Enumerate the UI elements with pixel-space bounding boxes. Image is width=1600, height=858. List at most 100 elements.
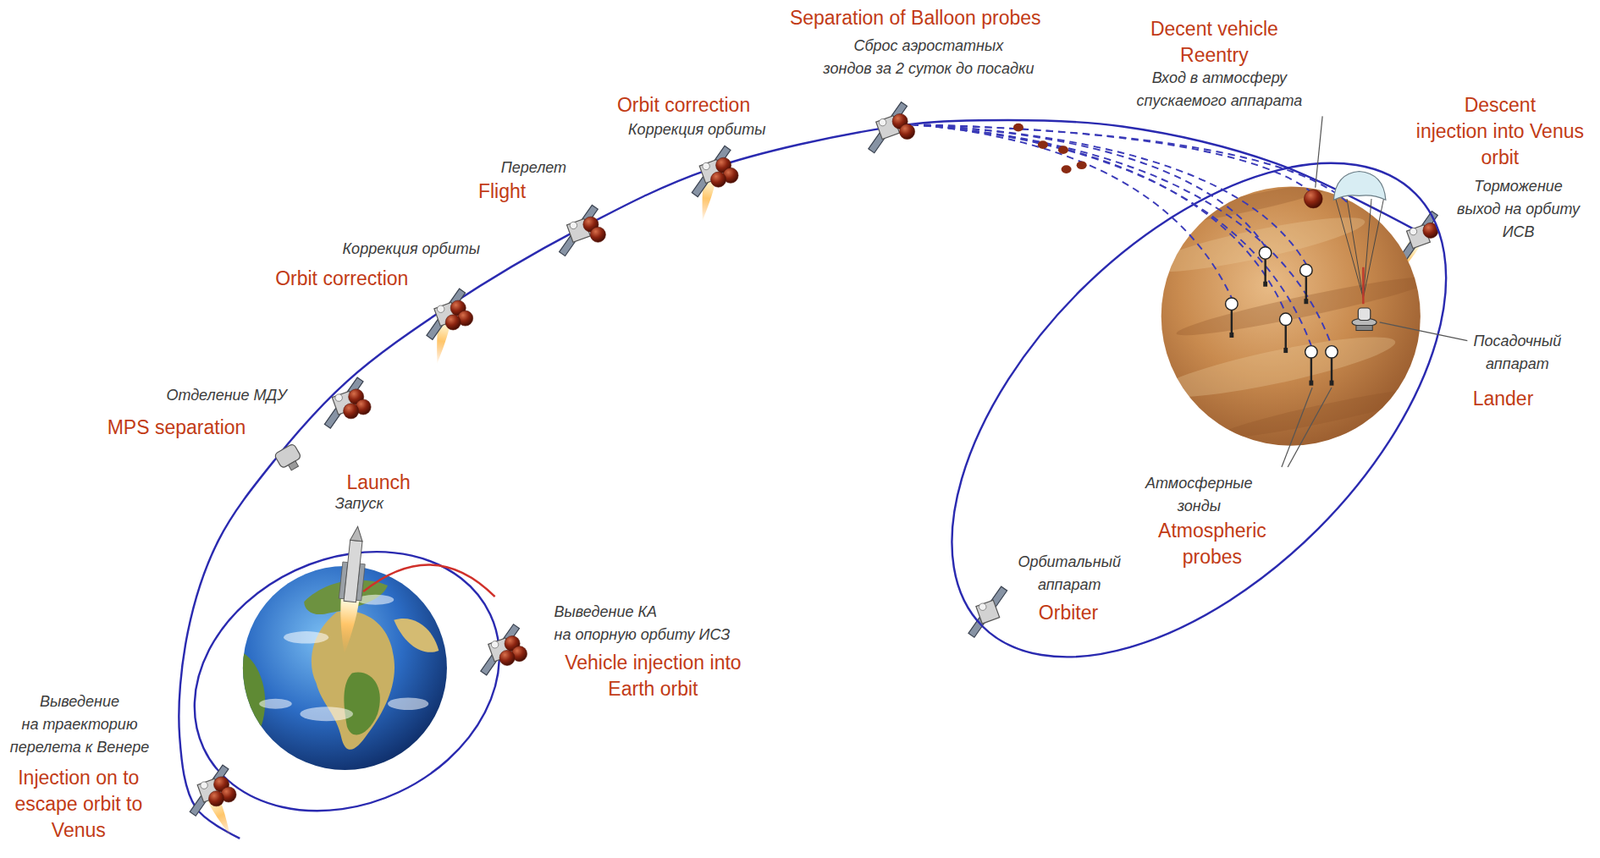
leader-line (1281, 387, 1313, 468)
spacecraft-icon (868, 102, 916, 154)
spacecraft-icon (559, 204, 607, 256)
parachute-line (1335, 198, 1364, 298)
leader-line (1287, 387, 1332, 468)
label-line: MPS separation (107, 414, 247, 442)
label-line: Vehicle injection into (564, 650, 741, 677)
label-line: Сброс аэростатных (822, 34, 1034, 58)
label-line: Выведение КА (554, 601, 731, 624)
cloud (299, 706, 354, 722)
balloon-gondola (1283, 347, 1288, 354)
russian-label: Выведение КА на опорную орбиту ИСЗ (552, 601, 733, 647)
english-label: Descent injection into Venus orbit (1414, 92, 1586, 172)
label-line: Коррекция орбиты (628, 118, 766, 142)
parachute-line (1346, 198, 1363, 298)
probe-sphere (499, 650, 515, 666)
label-line: Выведение (10, 690, 150, 714)
antenna-dish (878, 118, 886, 126)
balloon-probe (1225, 297, 1238, 310)
antenna-dish (569, 221, 577, 229)
probe-capsule (1037, 140, 1049, 149)
probe-trajectory (910, 124, 1306, 265)
cloud-band (1152, 325, 1399, 409)
rocket-body (343, 540, 363, 602)
balloon-tether (1330, 358, 1333, 383)
label-line: Атмосферные (1145, 472, 1253, 496)
solar-panel (968, 586, 1008, 638)
label-line: аппарат (1017, 573, 1121, 597)
russian-label: Перелет (499, 156, 569, 180)
russian-label: Запуск (333, 492, 386, 516)
balloon-probe (1325, 346, 1338, 359)
probe-trajectory (910, 124, 1286, 314)
label-line: Injection on to (14, 765, 143, 792)
label-line: на опорную орбиту ИСЗ (554, 623, 731, 647)
label-line: аппарат (1473, 353, 1562, 376)
label-line: probes (1158, 544, 1267, 571)
spacecraft-icon (324, 377, 371, 429)
label-line: Посадочный (1473, 330, 1562, 354)
label-line: Перелет (501, 156, 567, 180)
english-label: Atmospheric probes (1156, 518, 1269, 571)
russian-label: Выведение на траекторию перелета к Венер… (8, 690, 152, 760)
english-label: Vehicle injection into Earth orbit (562, 650, 743, 703)
ascent-trajectory (363, 564, 495, 597)
probe-sphere (711, 171, 727, 188)
label-line: Earth orbit (564, 676, 741, 703)
parachute-line (1362, 198, 1384, 298)
english-label: Orbit correction (273, 265, 410, 293)
label-line: Orbit correction (275, 265, 409, 293)
land-mass (343, 673, 380, 736)
russian-label: Отделение МДУ (164, 384, 288, 408)
label-line: Orbit correction (617, 92, 751, 119)
label-line: Venus (14, 817, 143, 845)
russian-label: Торможение выход на орбиту ИСВ (1455, 175, 1582, 244)
reentry-vehicle (1303, 189, 1323, 209)
russian-label: Атмосферные зонды (1143, 472, 1255, 519)
illustration-group (151, 74, 1534, 858)
probe-sphere (590, 226, 606, 243)
label-line: выход на орбиту (1456, 198, 1580, 221)
lander-body (1357, 308, 1370, 320)
spacecraft-body (976, 600, 1000, 624)
label-line: Descent (1416, 92, 1584, 119)
cloud (387, 697, 429, 710)
russian-label: Коррекция орбиты (626, 118, 767, 142)
balloon-tether (1305, 276, 1308, 302)
stage-nozzle (288, 461, 299, 471)
balloon-gondola (1229, 332, 1234, 338)
probe-capsule (1013, 123, 1024, 133)
balloon-tether (1263, 259, 1266, 284)
english-label: Orbit correction (615, 92, 752, 119)
label-line: orbit (1416, 144, 1584, 172)
lander-base (1356, 325, 1373, 332)
balloon-probe (1280, 313, 1292, 326)
probe-capsule (1076, 160, 1087, 170)
label-line: Orbiter (1038, 600, 1098, 627)
label-line: на траекторию (10, 713, 150, 737)
engine-flame (335, 598, 359, 656)
label-line: Торможение (1456, 175, 1580, 199)
antenna-dish (702, 162, 710, 170)
balloon-probe (1300, 264, 1313, 276)
balloon-tether (1230, 309, 1233, 335)
solar-panel (1399, 211, 1439, 263)
cloud (357, 595, 394, 606)
cloud (259, 699, 293, 710)
probe-capsule (1061, 165, 1072, 174)
cloud-band (1153, 176, 1336, 232)
cloud (283, 631, 329, 644)
rocket-nose (350, 525, 365, 541)
earth-land (242, 580, 439, 751)
label-line: Decent vehicle (1150, 16, 1279, 43)
balloon-gondola (1303, 298, 1308, 304)
spacecraft-icon (189, 765, 237, 840)
land-mass (242, 652, 265, 730)
probe-capsule (1058, 145, 1069, 155)
english-label: Flight (476, 178, 528, 205)
label-line: Запуск (335, 492, 384, 516)
english-label: MPS separation (105, 414, 249, 442)
spacecraft-icon (968, 586, 1008, 638)
russian-label: Вход в атмосферу спускаемого аппарата (1135, 66, 1305, 113)
venus-clouds (1142, 176, 1439, 446)
